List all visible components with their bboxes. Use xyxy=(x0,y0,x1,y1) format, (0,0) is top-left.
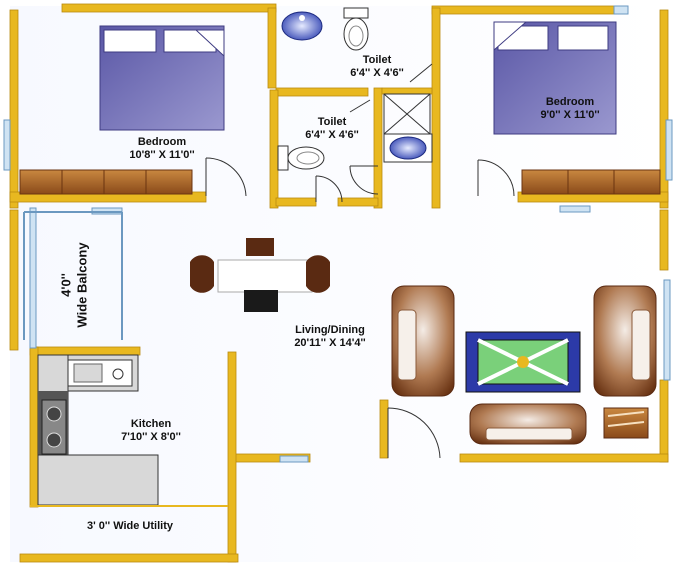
sofa-right xyxy=(593,285,657,397)
toilet-top-fixtures xyxy=(281,7,433,83)
room-size: 20'11'' X 14'4'' xyxy=(294,337,366,349)
label-utility: 3' 0'' Wide Utility xyxy=(50,520,210,533)
sofa-bottom xyxy=(469,403,587,445)
room-name: 3' 0'' Wide Utility xyxy=(87,520,173,532)
room-size: 6'4'' X 4'6'' xyxy=(350,67,404,79)
room-size: 6'4'' X 4'6'' xyxy=(305,129,359,141)
balcony-name: Wide Balcony xyxy=(75,242,90,328)
bed-right xyxy=(493,21,617,135)
room-name: Toilet xyxy=(362,54,392,66)
label-kitchen: Kitchen 7'10'' X 8'0'' xyxy=(96,418,206,444)
door-bedroom-right xyxy=(477,159,515,197)
door-bedroom-left xyxy=(205,157,247,197)
rug xyxy=(465,331,581,393)
room-name: Bedroom xyxy=(545,96,595,108)
main-door xyxy=(387,407,441,459)
wardrobe-left xyxy=(19,169,193,195)
side-table xyxy=(603,407,649,439)
door-toilet xyxy=(315,165,379,203)
room-name: Living/Dining xyxy=(295,324,365,336)
room-name: Toilet xyxy=(317,116,347,128)
balcony-railing xyxy=(23,211,123,340)
label-toilet-top: Toilet 6'4'' X 4'6'' xyxy=(332,54,422,80)
shower xyxy=(383,93,431,135)
toilet-mid-fixtures xyxy=(277,99,371,171)
label-living: Living/Dining 20'11'' X 14'4'' xyxy=(268,324,392,350)
label-balcony: 4'0'' Wide Balcony xyxy=(30,242,120,328)
room-size: 10'8'' X 11'0'' xyxy=(129,149,195,161)
room-size: 9'0'' X 11'0'' xyxy=(540,109,600,121)
room-name: Kitchen xyxy=(130,418,172,430)
kitchen-counter xyxy=(30,354,228,507)
label-toilet-mid: Toilet 6'4'' X 4'6'' xyxy=(290,116,374,142)
bed-left xyxy=(99,25,225,131)
wardrobe-right xyxy=(521,169,661,213)
washbasin-mid xyxy=(383,133,433,163)
room-name: Bedroom xyxy=(137,136,187,148)
sofa-left xyxy=(391,285,455,397)
balcony-size: 4'0'' xyxy=(59,273,74,297)
room-size: 7'10'' X 8'0'' xyxy=(121,431,181,443)
label-bedroom-left: Bedroom 10'8'' X 11'0'' xyxy=(100,136,224,162)
dining-table xyxy=(190,238,330,312)
label-bedroom-right: Bedroom 9'0'' X 11'0'' xyxy=(520,96,620,122)
